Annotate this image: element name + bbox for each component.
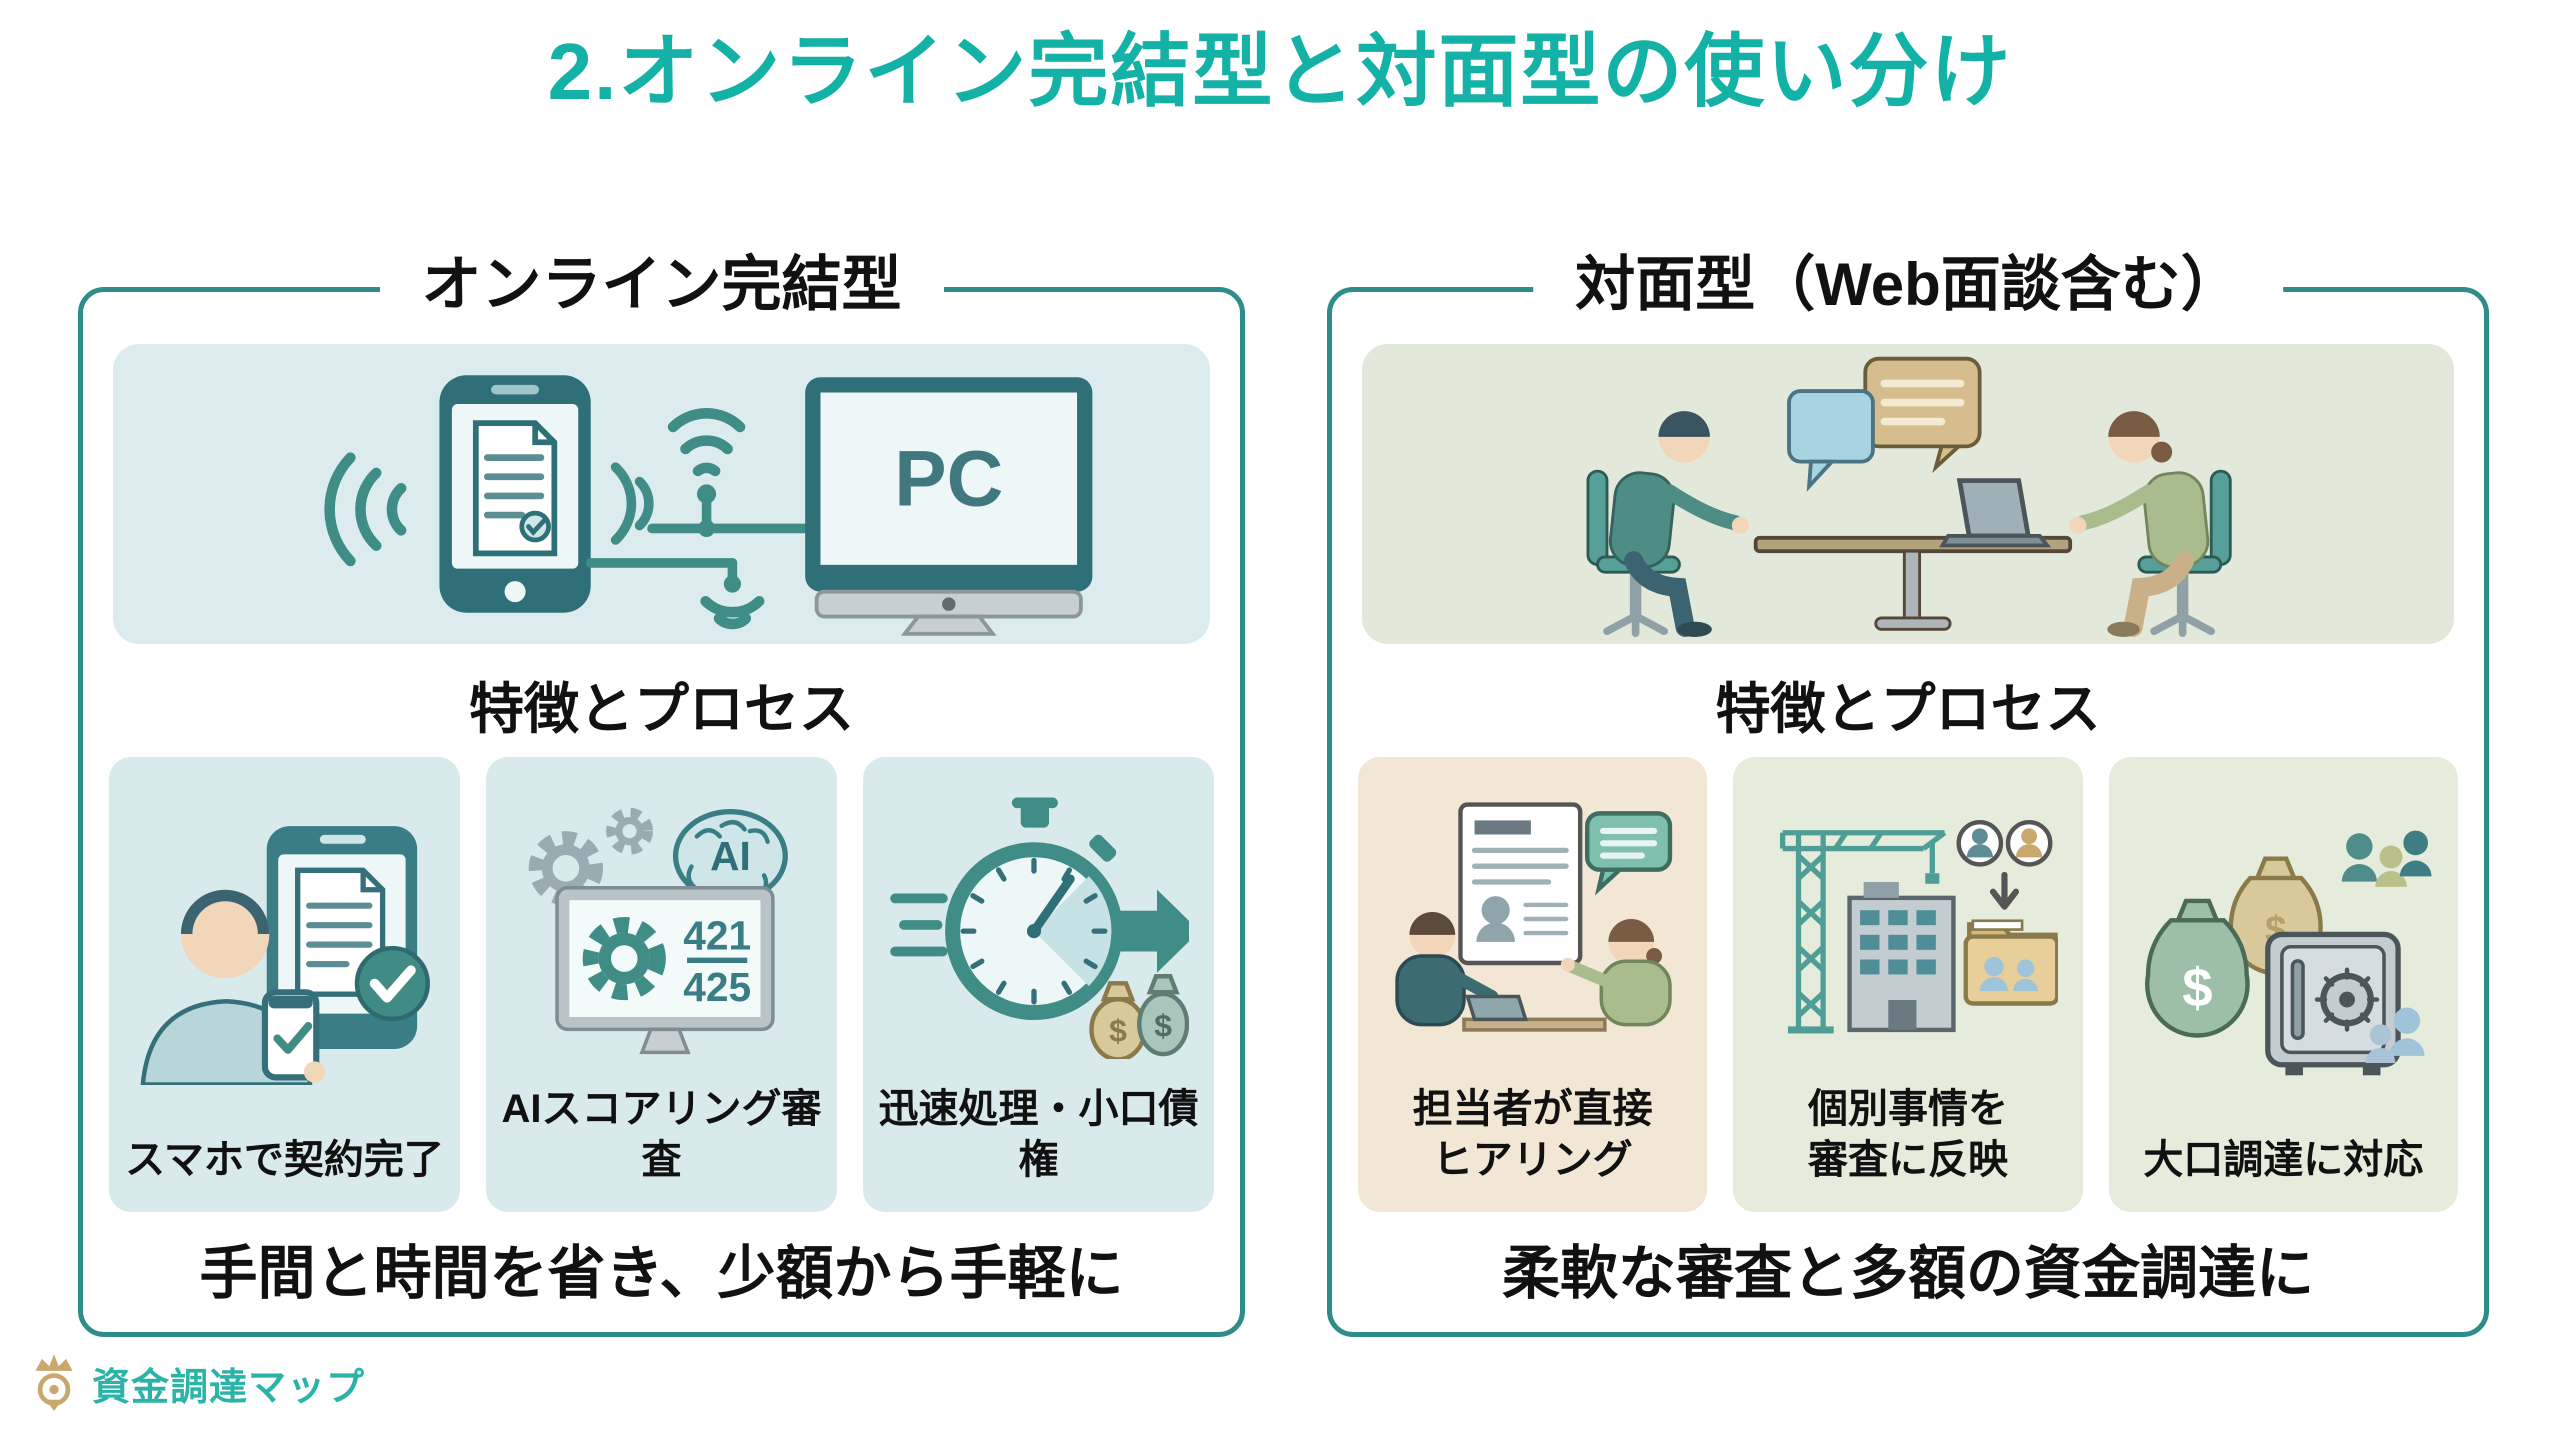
speech-bubble-icon [1585,811,1673,896]
panel-face-to-face-title: 対面型（Web面談含む） [1533,252,2283,318]
panel-face-to-face: 対面型（Web面談含む） [1327,252,2489,1337]
table-icon [1753,535,2072,631]
f2f-cards: 担当者が直接 ヒアリング [1358,757,2458,1212]
building-icon [1847,882,1956,1033]
card-individual-circumstances: 個別事情を 審査に反映 [1733,757,2083,1212]
meeting-illustration-box [1362,344,2454,644]
smartphone-icon [439,375,591,613]
person-left-icon [1395,912,1529,1027]
card-smartphone-contract: スマホで契約完了 [109,757,460,1212]
laptop-icon [1938,478,2052,548]
svg-text:$: $ [2182,957,2212,1018]
signal-waves-icon [324,452,407,567]
wifi-icon [667,408,746,477]
online-section-heading: 特徴とプロセス [468,678,854,740]
panel-online: オンライン完結型 [78,252,1245,1337]
card-caption: スマホで契約完了 [125,1137,444,1182]
person-right-icon [1560,919,1672,1027]
brand-logo: 資金調達マップ [28,1352,365,1414]
table-icon [1462,1017,1607,1032]
person-right-icon [2069,411,2232,637]
card-speed-small-claims: $ $ 迅速処理・小口債権 [863,757,1214,1212]
card-direct-hearing: 担当者が直接 ヒアリング [1358,757,1708,1212]
crane-icon [1780,830,1947,1031]
arrow-right-icon [1116,889,1189,973]
gear-icon [582,916,666,1000]
speed-lines-icon [890,893,948,956]
pc-monitor-icon: PC [805,377,1093,636]
card-ai-scoring: AI 421 [486,757,837,1212]
card-caption: 迅速処理・小口債権 [878,1086,1199,1182]
f2f-section-heading: 特徴とプロセス [1715,678,2101,740]
phone-in-hand-icon [261,989,326,1083]
online-tagline: 手間と時間を省き、少額から手軽に [199,1241,1124,1306]
card-large-funding: $ $ [2108,757,2458,1212]
gear-icon [528,807,654,906]
ai-scoring-icon: AI 421 [528,807,789,1054]
folder-icon [1963,919,2058,1006]
speech-bubbles-icon [1786,356,1982,492]
money-bag-icon: $ $ [1089,973,1189,1060]
map-pin-crown-icon [35,1354,73,1411]
brand-text: 資金調達マップ [92,1366,366,1409]
stopwatch-icon [945,797,1123,1020]
people-group-icon [2365,1007,2425,1063]
laptop-icon [1465,994,1529,1022]
arrow-down-icon [1990,872,2020,911]
meeting-icon [1586,356,2232,637]
direct-hearing-icon [1395,802,1673,1032]
card-caption: 大口調達に対応 [2143,1137,2424,1182]
document-icon [1458,802,1583,966]
card-caption: 担当者が直接 ヒアリング [1412,1086,1653,1182]
card-caption: AIスコアリング審査 [501,1086,822,1182]
svg-text:425: 425 [683,964,751,1010]
svg-text:AI: AI [710,833,751,879]
large-funding-icon: $ $ [2144,830,2432,1076]
svg-text:PC: PC [894,434,1003,522]
f2f-tagline: 柔軟な審査と多額の資金調達に [1501,1241,2314,1306]
svg-text:$: $ [1109,1012,1127,1048]
online-illustration-box: PC [113,344,1210,644]
svg-text:$: $ [1154,1007,1172,1043]
check-circle-icon [354,946,431,1022]
svg-text:421: 421 [683,912,751,958]
phone-pc-sync-icon: PC [324,375,1093,636]
panel-online-title: オンライン完結型 [379,252,944,318]
smartphone-contract-icon [140,826,431,1085]
money-bag-icon: $ [2144,898,2250,1038]
score-fraction: 421 425 [683,912,751,1009]
avatar-icon [1956,820,2053,867]
card-caption: 個別事情を 審査に反映 [1807,1086,2008,1182]
person-left-icon [1586,411,1749,637]
speed-small-claims-icon: $ $ [890,797,1189,1060]
people-group-icon [2341,830,2432,887]
safe-icon [2264,931,2401,1076]
online-cards: スマホで契約完了 AI [109,757,1214,1212]
page-title: 2.オンライン完結型と対面型の使い分け [547,27,2013,116]
individual-circumstances-icon [1780,820,2058,1034]
